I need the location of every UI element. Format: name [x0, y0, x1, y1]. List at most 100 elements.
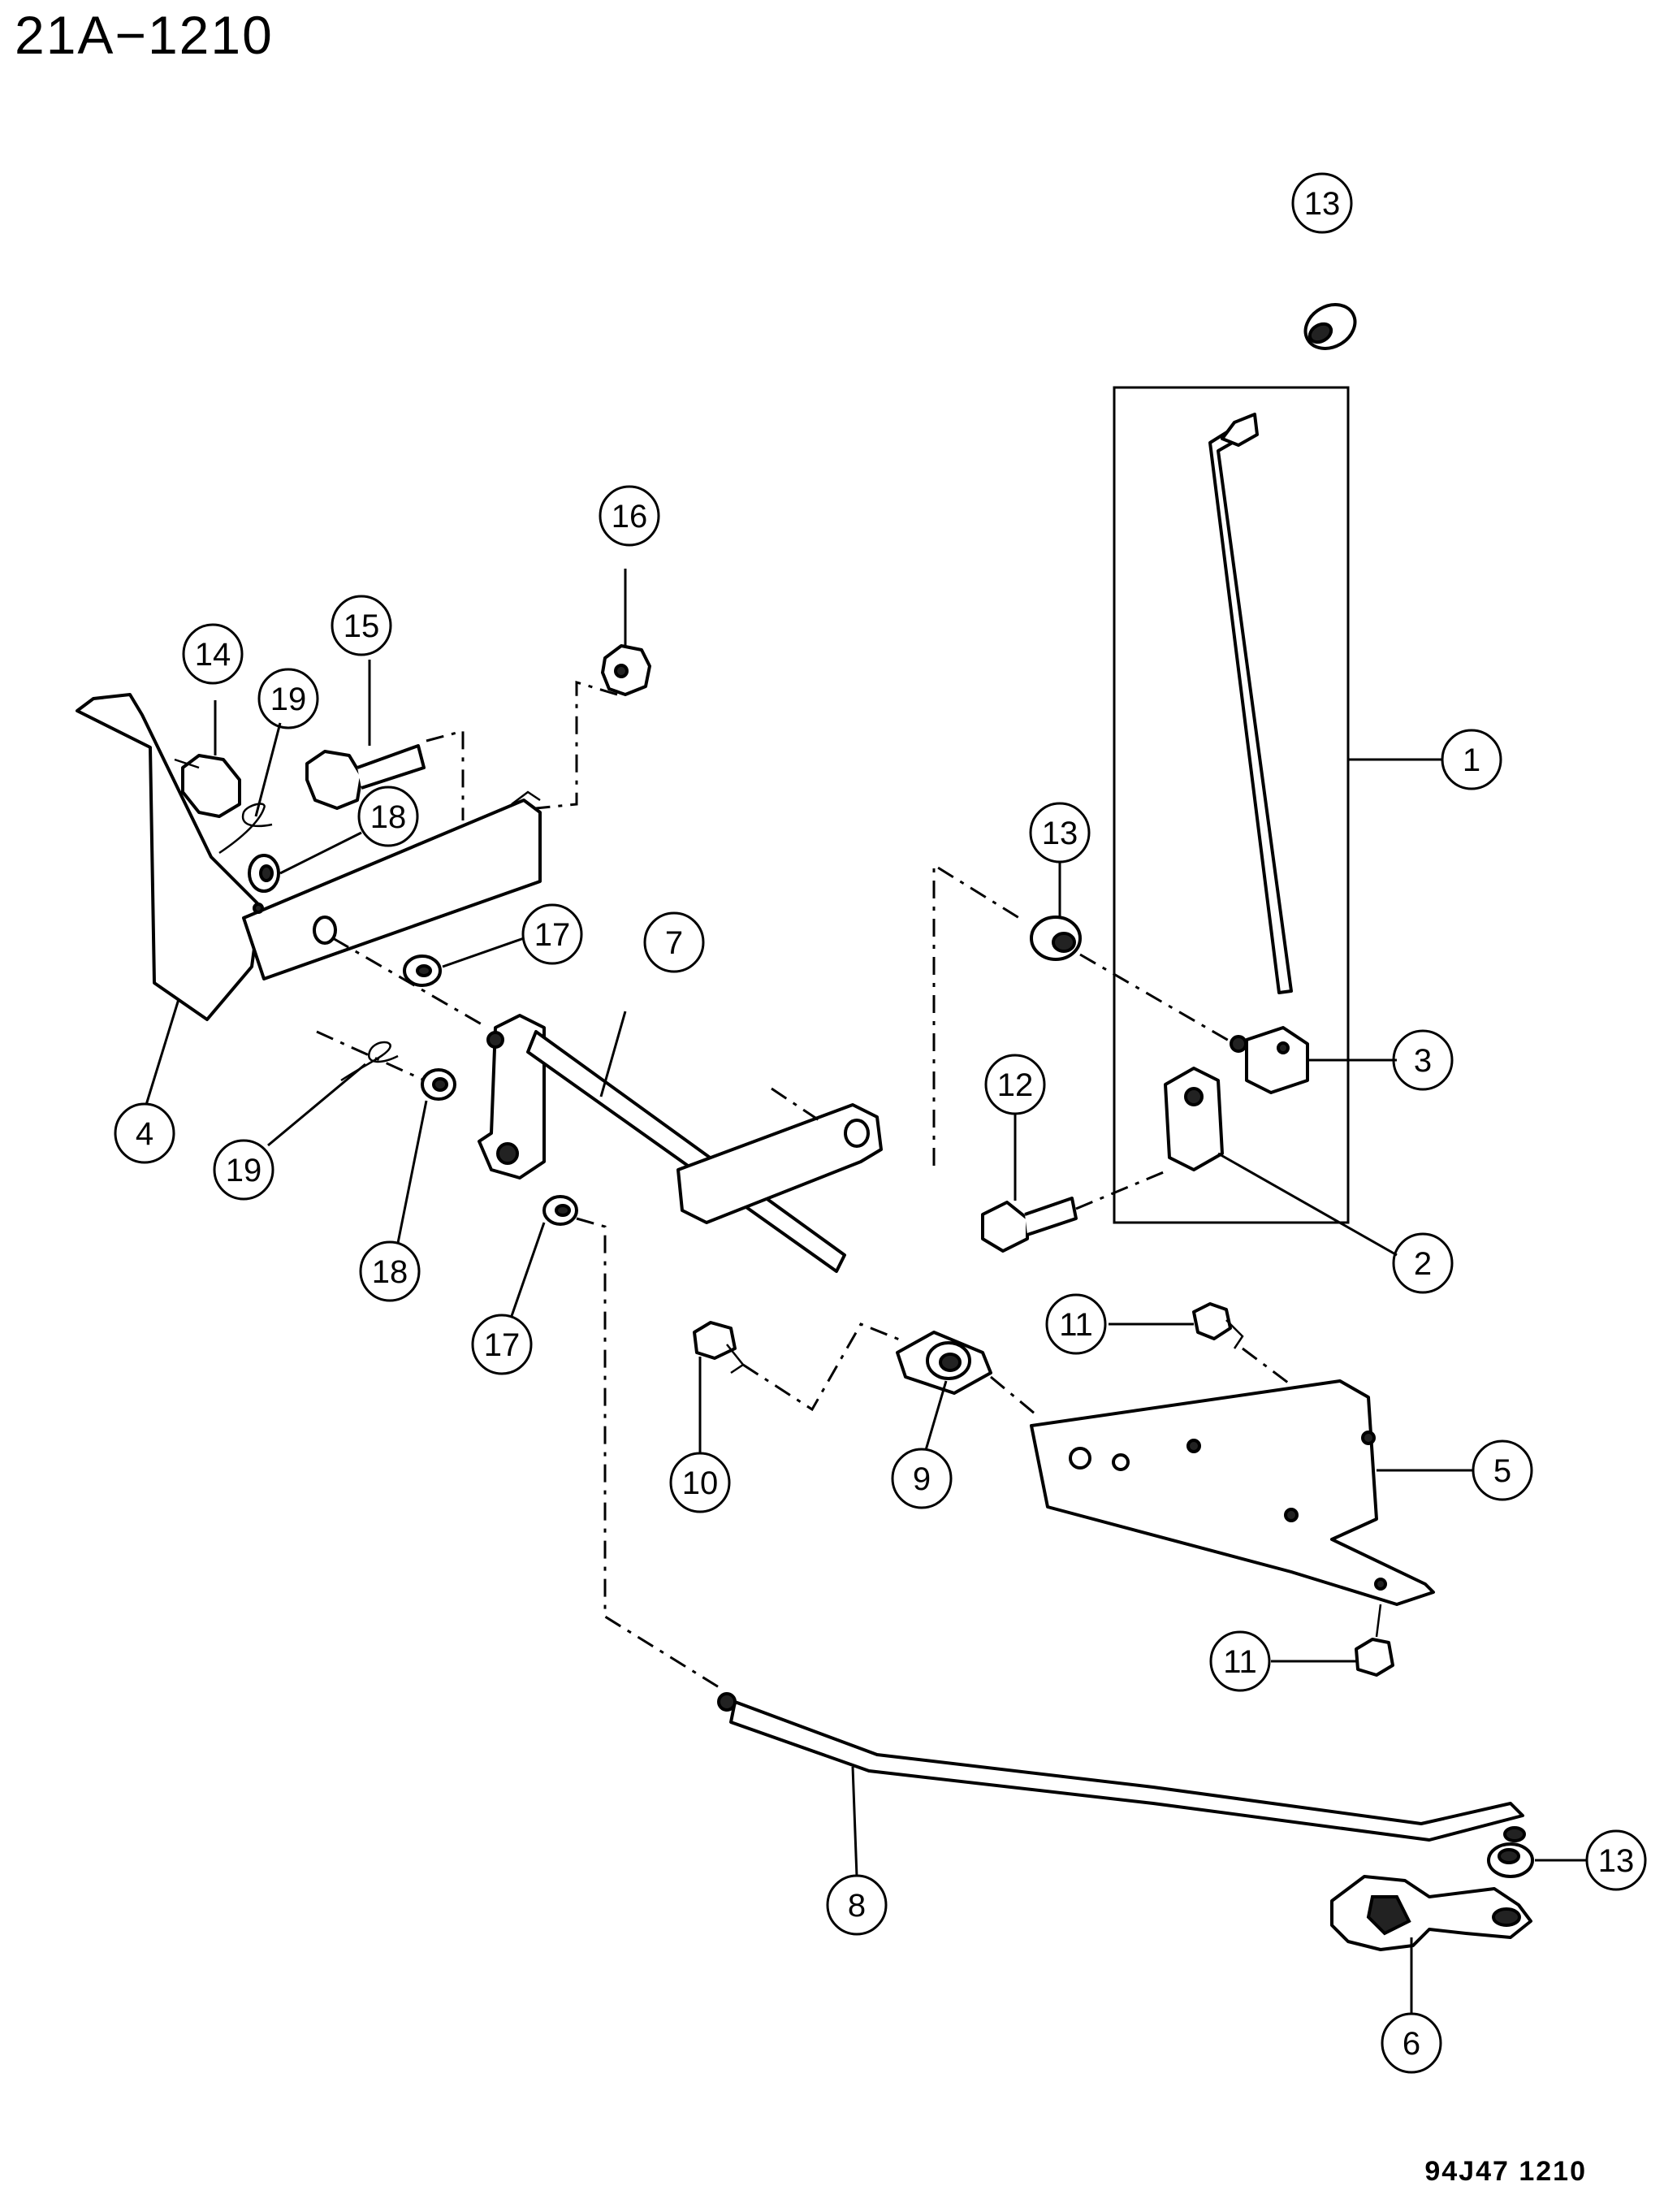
mounting-plate [1030, 1379, 1474, 1606]
callout-8: 8 [826, 1874, 888, 1936]
svg-text:9: 9 [913, 1461, 931, 1497]
svg-text:10: 10 [682, 1465, 719, 1501]
svg-text:4: 4 [136, 1116, 153, 1152]
callout-14: 14 [182, 623, 244, 685]
callout-1: 1 [1441, 729, 1502, 790]
plate-hole-1 [1069, 1447, 1091, 1470]
shaft-arm [676, 1103, 883, 1224]
callout-3: 3 [1392, 1029, 1454, 1091]
washer-18-lower-hole [432, 1077, 448, 1092]
leader-19-upper [254, 722, 282, 817]
svg-text:16: 16 [612, 499, 648, 535]
washer-18-lower [396, 1068, 456, 1244]
svg-text:19: 19 [226, 1153, 262, 1188]
bolt-11-upper-shank [1225, 1319, 1244, 1349]
shift-rod-end [717, 1692, 737, 1712]
assembly-box-outline [1113, 386, 1350, 1224]
callout-11-lower: 11 [1209, 1630, 1271, 1692]
bolt-11-lower-head [1355, 1638, 1394, 1677]
grommet-top [1303, 303, 1357, 350]
lever-assembly-group [981, 386, 1441, 1257]
shift-lever-tip [1221, 413, 1259, 447]
bushing-9-hole [939, 1353, 962, 1372]
svg-text:8: 8 [848, 1888, 866, 1924]
plate-hole-4 [1284, 1508, 1299, 1522]
callout-19-lower: 19 [213, 1139, 274, 1201]
callout-7: 7 [643, 911, 705, 973]
bolt-12-head [981, 1201, 1029, 1253]
washer-18-upper [248, 831, 362, 893]
leader-4 [145, 998, 180, 1106]
callout-16: 16 [599, 485, 660, 547]
plate-hole-3 [1186, 1439, 1201, 1453]
svg-text:7: 7 [665, 925, 683, 961]
clevis-bracket [1164, 1067, 1224, 1171]
plate-hole-2 [1112, 1453, 1130, 1471]
pivot-stud [1230, 1035, 1247, 1053]
svg-text:6: 6 [1403, 2026, 1420, 2062]
clip-19-lower [267, 1030, 443, 1147]
callout-19-upper: 19 [257, 668, 319, 729]
bolt-11-upper [1109, 1302, 1308, 1399]
leader-7 [599, 1011, 627, 1097]
washer-17-lower-hole [555, 1204, 571, 1217]
shaft-dashline-upper [332, 937, 488, 1029]
svg-text:17: 17 [484, 1327, 521, 1363]
plate-hole-6 [1374, 1578, 1387, 1591]
callout-15: 15 [331, 595, 392, 656]
callout-9: 9 [891, 1448, 953, 1509]
shaft-arm-hole [844, 1119, 870, 1148]
bolt-15-head [305, 750, 363, 810]
grommet-lower-stud [1503, 1826, 1526, 1842]
bolt-14-head [181, 754, 241, 818]
leader-17-lower [510, 1222, 546, 1317]
callout-2: 2 [1392, 1232, 1454, 1294]
bracket-side-plate [76, 693, 261, 1021]
leader-18-lower [396, 1100, 428, 1244]
svg-text:3: 3 [1414, 1043, 1432, 1079]
callout-13-top: 13 [1291, 172, 1353, 234]
clevis-hole [1184, 1087, 1204, 1106]
bolt-15-shank [357, 744, 426, 790]
shaft-stud [486, 1031, 504, 1049]
leader-19-lower [267, 1063, 366, 1147]
svg-text:17: 17 [534, 917, 571, 953]
bracket-channel-edge [511, 790, 541, 805]
bolt-10-dashline [742, 1322, 902, 1412]
bolt-12-dashline [1075, 1168, 1170, 1210]
svg-text:13: 13 [1304, 186, 1341, 222]
callout-4: 4 [114, 1102, 175, 1164]
washer-17-upper-hole [416, 964, 432, 977]
svg-text:14: 14 [195, 637, 231, 673]
callout-11-upper: 11 [1045, 1293, 1107, 1355]
grommet-top-hole [1307, 322, 1333, 344]
svg-text:18: 18 [372, 1254, 408, 1290]
clip-19-lower-dashline [316, 1030, 443, 1090]
svg-text:11: 11 [1059, 1307, 1093, 1343]
bolt-15-dashline [426, 729, 465, 820]
bracket-rivet [253, 903, 264, 914]
nut-16-dashline [535, 680, 618, 810]
arm-dashline [932, 863, 1020, 1166]
bolt-10 [693, 1321, 902, 1454]
plate-hole-5 [1361, 1431, 1376, 1445]
callout-17-upper: 17 [521, 903, 583, 965]
shift-lever-rod [1208, 421, 1293, 994]
shift-rod-body [729, 1700, 1524, 1842]
bolt-10-head [693, 1321, 737, 1360]
bolt-11-lower-shank [1375, 1604, 1382, 1638]
callout-12: 12 [984, 1054, 1046, 1115]
transfer-lever [1330, 1875, 1532, 2015]
svg-text:13: 13 [1598, 1843, 1635, 1879]
transfer-lever-hole [1492, 1907, 1521, 1927]
svg-text:13: 13 [1042, 816, 1078, 851]
shaft-arm-dashline [771, 1087, 821, 1123]
callouts: 13 1 16 15 14 19 18 13 [114, 172, 1647, 2074]
clip-19-upper [218, 722, 282, 855]
leader-18-upper [279, 831, 362, 875]
svg-text:2: 2 [1414, 1246, 1432, 1282]
shaft-lever-hole [496, 1142, 519, 1165]
mounting-plate-body [1030, 1379, 1435, 1606]
grommet-lower [1487, 1826, 1588, 1878]
